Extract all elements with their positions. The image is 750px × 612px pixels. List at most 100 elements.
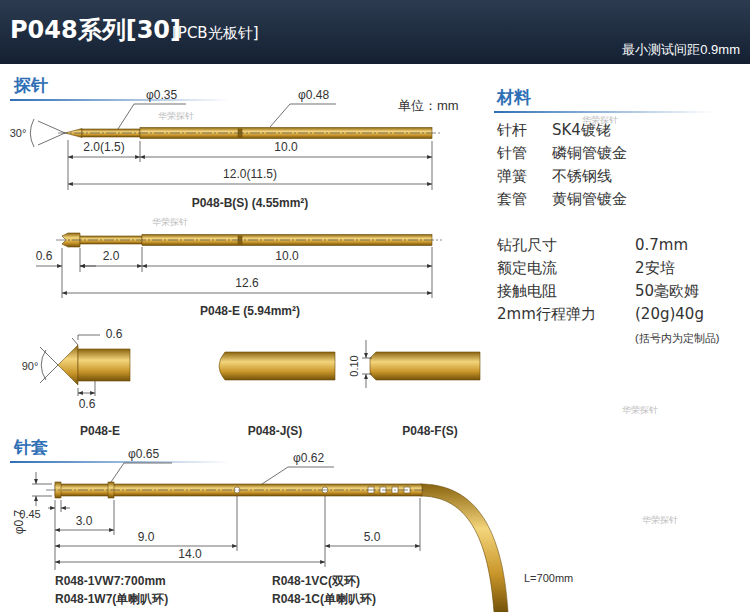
dimension-lines-part bbox=[432, 141, 433, 190]
dimension-label: φ0.62 bbox=[293, 452, 324, 466]
tip-details-part bbox=[78, 349, 130, 381]
dimension-lines-part bbox=[68, 184, 432, 185]
watermark: 华荣探针 bbox=[622, 405, 658, 415]
socket-dimensions-part bbox=[325, 546, 420, 547]
dimension-lines-part bbox=[62, 248, 63, 298]
tip-details-part bbox=[370, 352, 480, 380]
dimension-label: 不锈钢线 bbox=[552, 168, 612, 185]
dimension-label: 0.6 bbox=[106, 328, 123, 342]
dimension-lines-part bbox=[80, 266, 142, 267]
tip-dimensions-part bbox=[78, 335, 100, 336]
dimension-lines-part bbox=[31, 119, 34, 147]
socket-dimensions-part bbox=[55, 530, 114, 531]
dimension-label: 0.6 bbox=[79, 398, 96, 412]
tip-dimensions-part bbox=[366, 340, 367, 358]
watermark: 华荣探针 bbox=[642, 515, 678, 525]
dimension-lines-part bbox=[80, 248, 81, 272]
dimension-label: R048-1C(单喇叭环) bbox=[272, 593, 376, 607]
socket-dimensions-part bbox=[36, 496, 37, 506]
dimension-lines-part bbox=[38, 121, 65, 133]
dimension-lines-part bbox=[62, 293, 432, 294]
dimension-label: 2安培 bbox=[635, 260, 675, 277]
dimension-label: 12.0(11.5) bbox=[223, 168, 277, 182]
tip-dimensions-part bbox=[362, 358, 372, 359]
socket-dimensions-part bbox=[32, 484, 52, 485]
centerlines-part bbox=[58, 133, 442, 134]
tip-dimensions-part bbox=[40, 347, 58, 365]
socket bbox=[55, 482, 508, 612]
tip-dimensions-part bbox=[40, 365, 58, 383]
socket-dimensions-part bbox=[46, 490, 425, 491]
dimension-label: SK4镀铑 bbox=[552, 122, 611, 139]
dimension-label: 0.10 bbox=[348, 355, 361, 376]
socket-dimensions-part bbox=[237, 496, 238, 551]
watermark: 华荣探针 bbox=[582, 115, 618, 125]
socket-dimensions-part bbox=[32, 496, 52, 497]
dimension-label: 2.0(1.5) bbox=[83, 141, 124, 155]
dimension-label: R048-1W7(单喇叭环) bbox=[55, 593, 168, 607]
dimension-label: 探针 bbox=[14, 76, 48, 96]
dimension-label: (括号内为定制品) bbox=[635, 332, 719, 345]
dimension-lines-part bbox=[68, 140, 69, 190]
dimension-label: R048-1VC(双环) bbox=[272, 575, 360, 589]
socket-dimensions-part bbox=[48, 508, 55, 509]
tip-details-part bbox=[58, 345, 78, 385]
socket-dimensions-part bbox=[55, 546, 237, 547]
dimension-label: 针管 bbox=[497, 145, 527, 162]
dimension-lines-part bbox=[432, 247, 433, 298]
dimension-label: L=700mm bbox=[524, 572, 573, 585]
socket-dimensions-part bbox=[61, 500, 62, 512]
dimension-label: 2.0 bbox=[103, 250, 120, 264]
dimension-label: 0.7mm bbox=[635, 237, 688, 254]
dimension-label: 磷铜管镀金 bbox=[552, 145, 627, 162]
dimension-label: 材料 bbox=[497, 88, 531, 108]
rules bbox=[10, 99, 714, 463]
dimension-lines-part bbox=[142, 247, 143, 272]
watermark: 华荣探针 bbox=[158, 111, 194, 121]
dimension-label: 针套 bbox=[14, 438, 48, 458]
socket-dimensions-part bbox=[55, 500, 56, 570]
dimension-label: (20g)40g bbox=[635, 306, 704, 323]
dimension-label: P048-J(S) bbox=[248, 425, 303, 439]
tip-dimensions-part bbox=[366, 374, 367, 388]
dimension-label: 14.0 bbox=[178, 548, 201, 562]
dimension-label: φ0.65 bbox=[128, 448, 159, 462]
tip-dimensions-part bbox=[41, 350, 46, 380]
header-band bbox=[0, 0, 750, 64]
dimension-label: 套管 bbox=[497, 191, 527, 208]
dimension-label: 30° bbox=[10, 127, 27, 140]
dimension-label: P048-E (5.94mm²) bbox=[200, 305, 300, 319]
socket-part bbox=[420, 484, 508, 612]
tip-details-part bbox=[219, 352, 335, 380]
dimension-label: P048-B(S) (4.55mm²) bbox=[192, 197, 309, 211]
dimension-lines-part bbox=[38, 133, 65, 145]
tip-dimensions bbox=[40, 335, 372, 396]
tip-details bbox=[58, 345, 480, 385]
dimension-label: 9.0 bbox=[138, 531, 155, 545]
dimension-label: φ0.35 bbox=[146, 89, 177, 103]
rules-part bbox=[10, 461, 230, 463]
dimension-label: 单位：mm bbox=[398, 99, 459, 114]
dimension-label: 2mm行程弹力 bbox=[497, 306, 596, 323]
rules-part bbox=[10, 99, 230, 101]
watermark: 华荣探针 bbox=[152, 217, 188, 227]
dimension-label: 最小测试间距0.9mm bbox=[622, 43, 740, 58]
dimension-lines bbox=[31, 104, 432, 298]
dimension-label: 50毫欧姆 bbox=[635, 283, 699, 300]
socket-dimensions-part bbox=[61, 508, 70, 509]
dimension-label: 钻孔尺寸 bbox=[497, 237, 557, 254]
dimension-label: 90° bbox=[22, 360, 39, 373]
tip-dimensions-part bbox=[362, 374, 372, 375]
centerlines bbox=[56, 133, 442, 240]
socket-dimensions bbox=[32, 463, 425, 570]
dimension-lines-part bbox=[142, 266, 432, 267]
dimension-label: 额定电流 bbox=[497, 260, 557, 277]
socket-dimensions-part bbox=[420, 498, 421, 551]
dimension-label: R048-1VW7:700mm bbox=[55, 575, 166, 589]
dimension-label: P048-E bbox=[80, 425, 120, 439]
dimension-label: 5.0 bbox=[364, 531, 381, 545]
dimension-lines-part bbox=[68, 157, 140, 158]
dimension-label: P048-F(S) bbox=[402, 425, 457, 439]
socket-dimensions-part bbox=[325, 496, 326, 567]
